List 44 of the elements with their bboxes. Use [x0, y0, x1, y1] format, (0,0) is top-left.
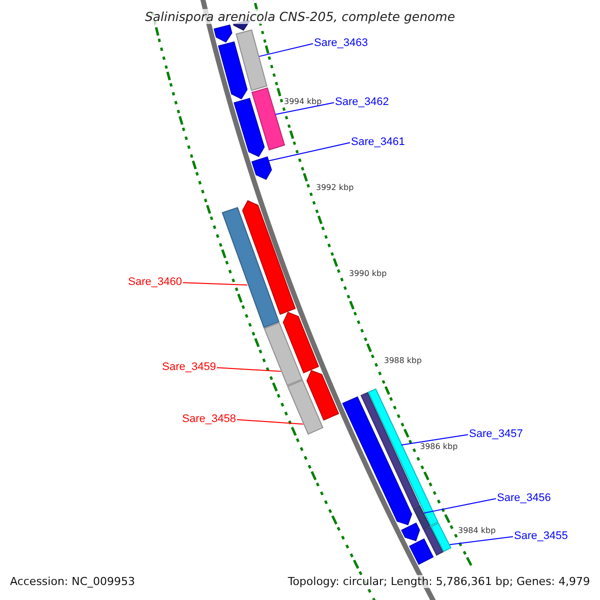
leader-line — [236, 419, 304, 425]
gene-block — [306, 370, 340, 421]
tick-label: 3992 kbp — [316, 183, 354, 192]
gene-label: Sare_3458 — [182, 413, 236, 425]
gene-block — [251, 156, 272, 180]
footer-text: Topology: circular; Length: 5,786,361 bp; Genes: 4,979 — [288, 575, 590, 588]
gene-label: Sare_3457 — [469, 428, 523, 440]
gene-label: Sare_3455 — [514, 530, 568, 542]
gene-block — [218, 41, 248, 100]
leader-line — [449, 536, 514, 546]
gene-label: Sare_3460 — [128, 276, 182, 288]
gene-block — [236, 29, 268, 92]
gene-block — [360, 392, 420, 508]
gene-label: Sare_3461 — [351, 136, 405, 148]
gene-block — [430, 522, 452, 552]
footer-text: Accession: NC_009953 — [10, 575, 136, 588]
leader-line — [275, 102, 334, 115]
gene-label: Sare_3463 — [314, 37, 368, 49]
gene-block — [234, 98, 265, 158]
leader-line — [216, 367, 282, 372]
gene-block — [287, 380, 324, 435]
gene-label: Sare_3462 — [335, 96, 389, 108]
gene-label: Sare_3459 — [162, 361, 216, 373]
gene-block — [409, 538, 434, 565]
leader-line — [423, 498, 496, 514]
leader-line — [268, 142, 350, 162]
tick-label: 3988 kbp — [384, 356, 422, 365]
tick-label: 3994 kbp — [284, 97, 322, 106]
leader-line — [182, 282, 248, 286]
gene-block — [423, 526, 444, 556]
gene-block — [401, 522, 420, 542]
tick-label: 3990 kbp — [349, 269, 387, 278]
gene-block — [222, 207, 280, 328]
gene-block — [251, 87, 286, 150]
gene-block — [264, 322, 303, 386]
leader-line — [258, 43, 314, 57]
gene-block — [342, 396, 412, 526]
gene-label: Sare_3456 — [497, 492, 551, 504]
tick-label: 3984 kbp — [458, 526, 496, 535]
gene-block — [368, 388, 439, 526]
tick-label: 3986 kbp — [420, 442, 458, 451]
gene-block — [242, 200, 296, 315]
leader-line — [400, 434, 468, 446]
gene-block — [282, 312, 320, 374]
